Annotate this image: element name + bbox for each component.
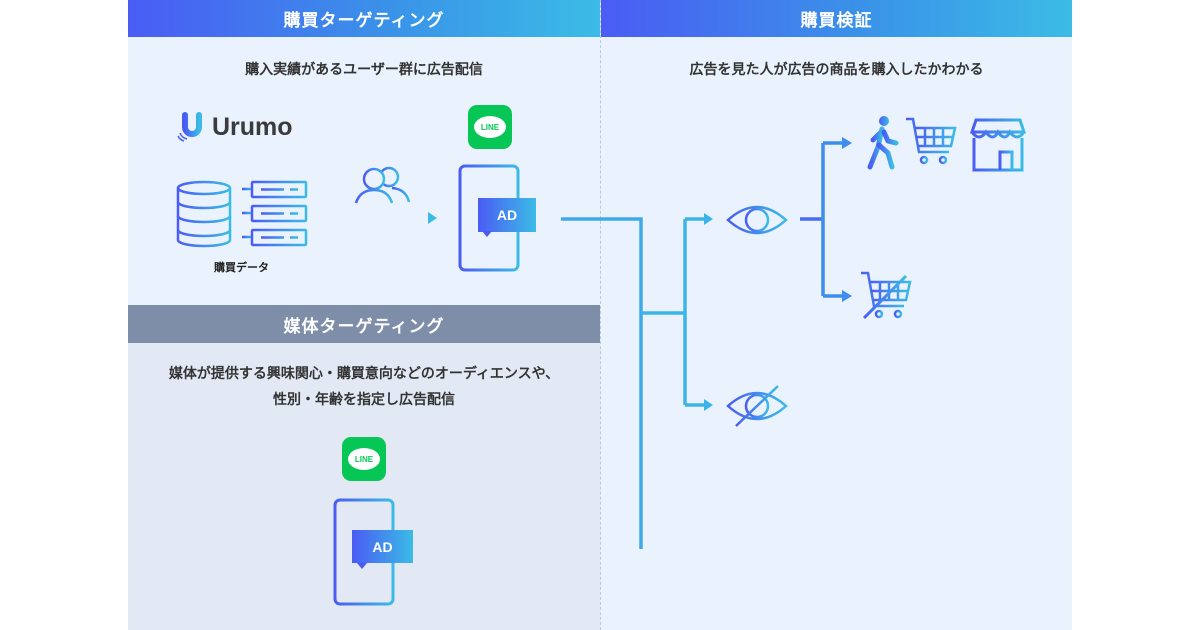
ad-badge-tail-icon bbox=[482, 231, 492, 237]
store-icon bbox=[969, 118, 1027, 172]
arrowhead-eye bbox=[704, 213, 713, 225]
database-icon bbox=[176, 180, 308, 248]
arrowhead-no-purchase bbox=[842, 290, 852, 302]
urumo-logo-icon bbox=[177, 112, 202, 142]
media-targeting-header: 媒体ターゲティング bbox=[128, 305, 600, 343]
purchase-verification-panel: 購買検証 広告を見た人が広告の商品を購入したかわかる bbox=[600, 0, 1072, 630]
users-icon bbox=[354, 166, 411, 204]
line-app-icon: LINE bbox=[468, 105, 512, 149]
media-targeting-panel: 媒体ターゲティング 媒体が提供する興味関心・購買意向などのオーディエンスや、 性… bbox=[128, 305, 600, 630]
ad-badge: AD bbox=[352, 530, 413, 563]
eye-icon bbox=[726, 205, 788, 235]
purchase-targeting-subtitle: 購入実績があるユーザー群に広告配信 bbox=[245, 62, 483, 78]
line-app-label: LINE bbox=[348, 448, 380, 470]
purchase-verification-header: 購買検証 bbox=[601, 0, 1072, 37]
arrowhead-eye-off bbox=[704, 399, 713, 411]
purchase-verification-subtitle: 広告を見た人が広告の商品を購入したかわかる bbox=[689, 62, 984, 78]
media-targeting-subtitle-line2: 性別・年齢を指定し広告配信 bbox=[273, 392, 455, 408]
ad-badge: AD bbox=[478, 198, 536, 232]
connector-top bbox=[561, 217, 643, 549]
line-app-icon: LINE bbox=[342, 437, 386, 481]
purchase-data-label: 購買データ bbox=[214, 261, 269, 274]
urumo-logo: Urumo bbox=[177, 112, 293, 142]
cart-off-icon bbox=[861, 271, 912, 320]
line-app-label: LINE bbox=[474, 116, 506, 138]
shopping-cart-icon bbox=[906, 117, 957, 165]
ad-badge-tail-icon bbox=[357, 563, 367, 569]
purchase-targeting-panel: 購買ターゲティング 購入実績があるユーザー群に広告配信 Urumo bbox=[128, 0, 600, 305]
eye-off-icon bbox=[726, 385, 788, 427]
arrow-to-line-icon bbox=[332, 212, 437, 224]
urumo-logo-text: Urumo bbox=[212, 112, 293, 141]
walking-person-icon bbox=[867, 116, 899, 170]
arrowhead-purchase bbox=[842, 137, 852, 149]
purchase-targeting-header: 購買ターゲティング bbox=[128, 0, 600, 37]
media-targeting-subtitle-line1: 媒体が提供する興味関心・購買意向などのオーディエンスや、 bbox=[168, 366, 560, 382]
